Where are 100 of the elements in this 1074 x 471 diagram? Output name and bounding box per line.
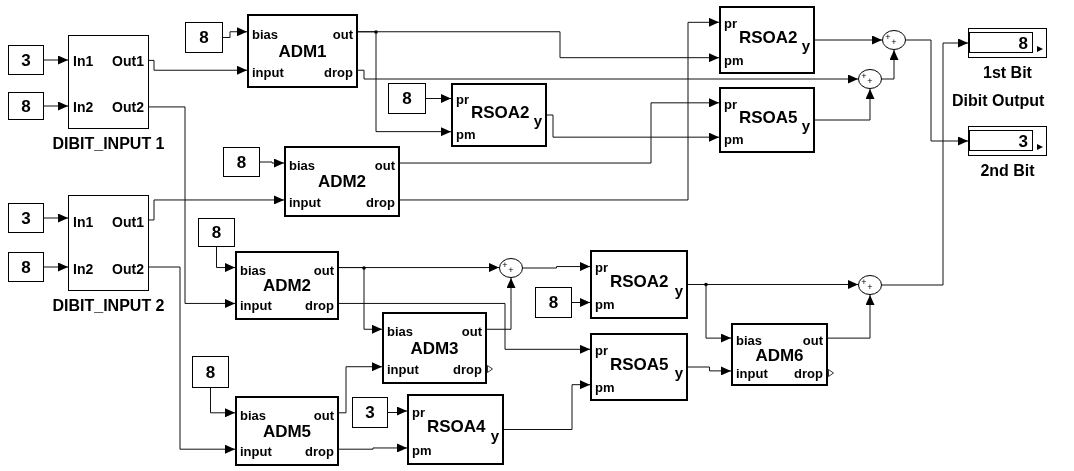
port-label: pr [724,16,737,30]
port-label: bias [736,333,762,347]
port-label: Out2 [112,100,144,115]
block-caption: 2nd Bit [980,163,1035,179]
port-label: input [240,444,272,458]
signal-arrow [148,195,285,221]
signal-arrow [827,294,875,339]
port-label: out [802,333,823,347]
block-name: RSOA5 [610,355,669,373]
constant-block [8,252,44,282]
constant-block [8,45,44,75]
plus-sign: + [867,282,873,292]
display-block [968,28,1047,58]
signal-arrow [148,59,248,75]
block-name: ADM2 [261,276,313,294]
port-label: In2 [73,100,94,115]
constant-value: 3 [21,51,31,69]
signal-arrow [687,366,732,376]
port-label: bias [289,158,315,172]
constant-value: 8 [548,294,559,311]
port-label: drop [305,444,334,458]
port-label: Out2 [112,261,144,276]
port-label: pm [595,297,615,311]
signal-arrow [522,262,591,272]
block-name: ADM6 [754,346,805,364]
port-label: input [289,195,321,209]
constant-block [192,356,229,388]
port-label: out [313,408,334,422]
signal-arrow [148,106,236,308]
port-label: input [240,298,272,312]
port-label: pr [595,260,608,274]
constant-value: 8 [21,97,31,115]
port-label: input [252,65,284,79]
port-label: y [801,117,810,133]
constant-value: 8 [236,153,247,171]
signal-arrow [814,88,875,121]
signal-arrow [546,114,720,142]
block-name: ADM5 [261,422,313,440]
group-label: Dibit Output [952,93,1045,109]
port-label: pr [595,343,608,357]
constant-value: 8 [205,363,216,381]
port-label: pm [595,380,615,394]
block-name: RSOA5 [739,108,798,126]
signal-arrow [387,406,408,416]
signal-arrow [338,362,383,414]
port-label: bias [252,27,278,41]
signal-arrow [338,443,408,453]
plus-sign: + [508,265,514,275]
amplifier-block [451,83,547,147]
port-label: bias [240,408,266,422]
signal-arrow [43,55,69,65]
port-label: out [313,263,334,277]
display-value: 8 [969,32,1033,53]
constant-block [352,397,388,428]
amplifier-block [590,250,688,319]
signal-arrow [571,298,591,307]
plus-sign: + [885,32,891,42]
signal-arrow [399,17,720,201]
port-label: drop [366,195,395,209]
signal-arrow [148,266,236,454]
block-name: RSOA2 [610,272,669,290]
plus-sign: + [891,37,897,47]
port-label: pr [456,92,469,106]
port-label: y [674,282,683,298]
block-name: ADM2 [316,172,368,190]
module-block [284,146,400,217]
subsystem-block [68,35,149,129]
constant-block [223,147,260,177]
port-label: pm [724,132,744,146]
port-label: bias [387,324,413,338]
constant-block [198,218,235,247]
port-label: bias [240,263,266,277]
port-label: In1 [73,54,94,69]
constant-block [388,83,426,114]
port-label: Out1 [112,214,144,229]
port-label: pr [724,97,737,110]
amplifier-block [590,333,688,401]
port-label: y [801,37,810,53]
constant-block [185,22,223,53]
signal-arrow [357,69,859,84]
constant-block [8,92,44,120]
block-caption: DIBIT_INPUT 1 [52,136,165,152]
port-label: out [332,27,353,41]
module-block [235,396,339,466]
port-label: pm [412,443,432,457]
port-label: In1 [73,214,94,229]
constant-block [535,287,572,318]
signal-arrow [210,387,236,418]
signal-arrow [881,49,899,80]
subsystem-block [68,195,149,291]
port-label: drop [794,366,823,380]
signal-arrow [399,98,720,164]
plus-sign: + [861,71,867,81]
port-label: drop [453,362,482,376]
port-label: y [490,427,499,443]
signal-arrow [503,380,591,430]
port-label: y [674,364,683,380]
signal-arrow [905,39,969,146]
module-block [235,251,339,320]
sum-junction [858,69,882,89]
